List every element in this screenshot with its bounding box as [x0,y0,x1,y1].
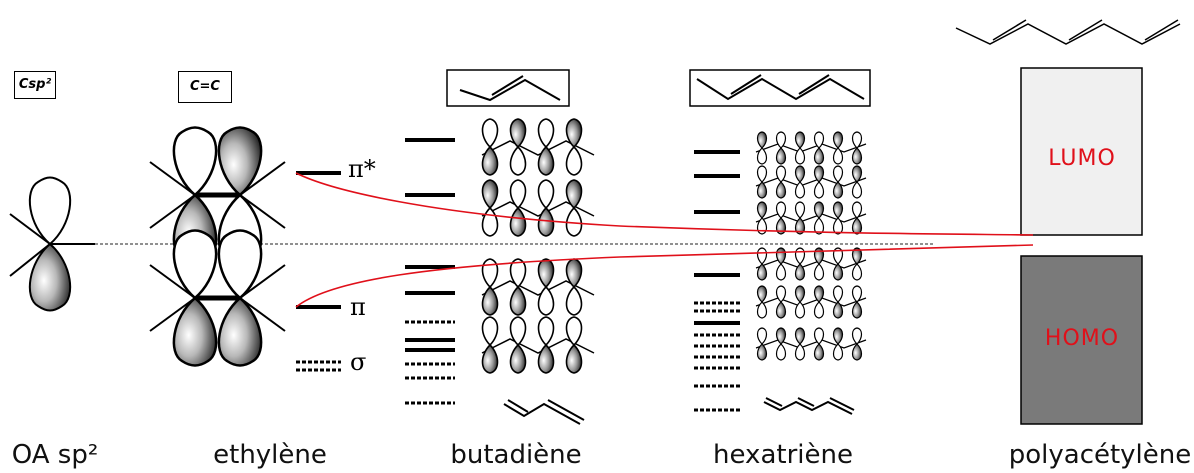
butadiene-skeleton-icon [459,75,561,102]
hexatriene-mo-icon [755,165,867,199]
butadiene-structure-box [446,69,570,107]
ethylene-pi-orbital-icon [149,229,286,367]
butadiene-mo-icon [481,179,595,237]
homo-band [1020,255,1143,425]
sigma-label: σ [350,348,367,376]
hexatriene-skeleton-icon [763,397,855,415]
pi-to-homo-connector [295,244,1034,308]
sp2-orbital-icon [9,176,95,312]
lumo-band [1020,67,1143,236]
hexatriene-mo-icon [755,285,867,319]
pi-label: π [350,293,366,321]
polyacetylene-skeleton-icon [955,19,1181,45]
butadiene-mo-icon [481,118,595,176]
lumo-label: LUMO [1048,146,1116,171]
hexatriene-mo-icon [755,131,867,165]
pi-star-label: π* [348,155,376,183]
ethylene-pi-star-orbital-icon [149,126,286,264]
pi-star-to-lumo-connector [295,172,1034,236]
homo-label: HOMO [1044,326,1120,351]
hexatriene-mo-icon [755,201,867,235]
hexatriene-mo-icon [755,327,867,361]
hexatriene-skeleton-icon [696,74,865,101]
csp2-box: Csp² [14,71,56,99]
ethylene-label: ethylène [213,440,327,470]
cc-box: C=C [178,71,232,103]
butadiene-skeleton-icon [503,399,585,425]
hexatriene-mo-icons [755,131,867,361]
oa-sp2-label: OA sp² [11,440,99,470]
hexatriene-structure-box [689,69,871,107]
butadiene-label: butadiène [450,440,582,470]
butadiene-mo-icon [481,316,595,374]
hexatriene-label: hexatriène [713,440,853,470]
polyacetylene-label: polyacétylène [1008,440,1192,470]
butadiene-mo-icon [481,258,595,316]
